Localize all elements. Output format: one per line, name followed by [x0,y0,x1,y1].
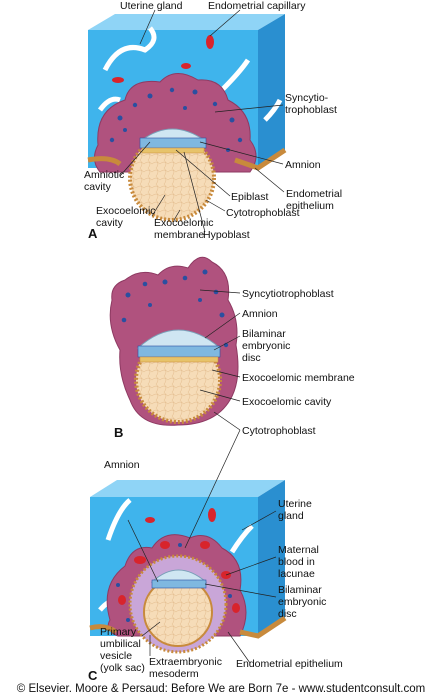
label-a-hypoblast: Hypoblast [203,229,250,241]
label-b-bilaminar-3: disc [242,352,261,364]
label-a-exo-cavity-1: Exocoelomic [96,205,156,217]
label-b-bilaminar-1: Bilaminar [242,328,286,340]
label-b-cytotrophoblast: Cytotrophoblast [242,425,316,437]
panel-a [87,14,287,222]
label-c-maternal-2: blood in [278,556,315,568]
label-a-exo-cavity-2: cavity [96,217,124,229]
label-c-primary-1: Primary [100,626,137,638]
bilaminar-disc-c [151,579,207,589]
label-a-endo-epi-1: Endometrial [286,188,342,200]
endometrium-top-a [88,14,285,30]
label-c-primary-4: (yolk sac) [100,662,145,674]
label-c-primary-3: vesicle [100,650,132,662]
label-a-cytotrophoblast: Cytotrophoblast [226,207,300,219]
endometrial-epithelium-c [89,615,287,639]
hypoblast-b [139,356,219,363]
syncytiotrophoblast-a [94,73,257,173]
label-a-amniotic-2: cavity [84,181,112,193]
label-a-exo-membrane-2: membrane [154,229,204,241]
label-a-syncytio-1: Syncytio- [285,92,329,104]
label-a-syncytio-2: trophoblast [285,104,337,116]
endometrium-side-a [258,14,285,168]
bilaminar-disc-b [137,345,221,358]
panel-letter-a: A [88,226,98,241]
label-a-epiblast: Epiblast [231,191,268,203]
capillaries-a [112,35,214,83]
label-c-extraemb-1: Extraembryonic [149,656,222,668]
endometrium-side-c [258,480,285,636]
label-c-maternal-3: lacunae [278,568,315,580]
label-b-syncytio: Syncytiotrophoblast [242,288,334,300]
syncytio-nuclei-c [116,543,232,622]
label-c-maternal-1: Maternal [278,544,319,556]
syncytio-nuclei-a [109,87,243,152]
label-c-endo-epithelium: Endometrial epithelium [236,658,343,670]
syncytio-nuclei-b [121,269,229,348]
label-a-endo-epi-2: epithelium [286,200,334,212]
hypoblast-a [141,147,205,154]
endometrium-top-c [90,480,285,497]
label-b-amnion: Amnion [242,308,278,320]
copyright-credit: © Elsevier. Moore & Persaud: Before We a… [16,683,426,695]
panel-b [109,256,239,426]
lacunae-blood-c [118,508,240,613]
label-a-exo-membrane-1: Exocoelomic [154,217,214,229]
label-c-uterine-2: gland [278,510,304,522]
label-a-uterine-gland: Uterine gland [120,0,183,12]
label-b-exo-membrane: Exocoelomic membrane [242,372,355,384]
label-a-amnion: Amnion [285,159,321,171]
endometrial-epithelium-a [87,147,287,171]
label-c-amnion: Amnion [104,459,140,471]
label-b-exo-cavity: Exocoelomic cavity [242,396,332,408]
label-c-bilaminar-3: disc [278,608,297,620]
label-c-primary-2: umbilical [100,638,141,650]
panel-letter-b: B [114,425,123,440]
label-c-bilaminar-2: embryonic [278,596,326,608]
panel-c [89,480,287,654]
label-a-endometrial-capillary: Endometrial capillary [208,0,306,12]
uterine-glands-a [97,26,283,122]
leader-lines [119,9,285,664]
label-b-bilaminar-2: embryonic [242,340,290,352]
label-a-amniotic-1: Amniotic [84,169,124,181]
label-c-extraemb-2: mesoderm [149,668,199,680]
panel-letter-c: C [88,668,98,683]
label-c-uterine-1: Uterine [278,498,312,510]
bilaminar-disc-a [139,137,207,149]
label-c-bilaminar-1: Bilaminar [278,584,322,596]
